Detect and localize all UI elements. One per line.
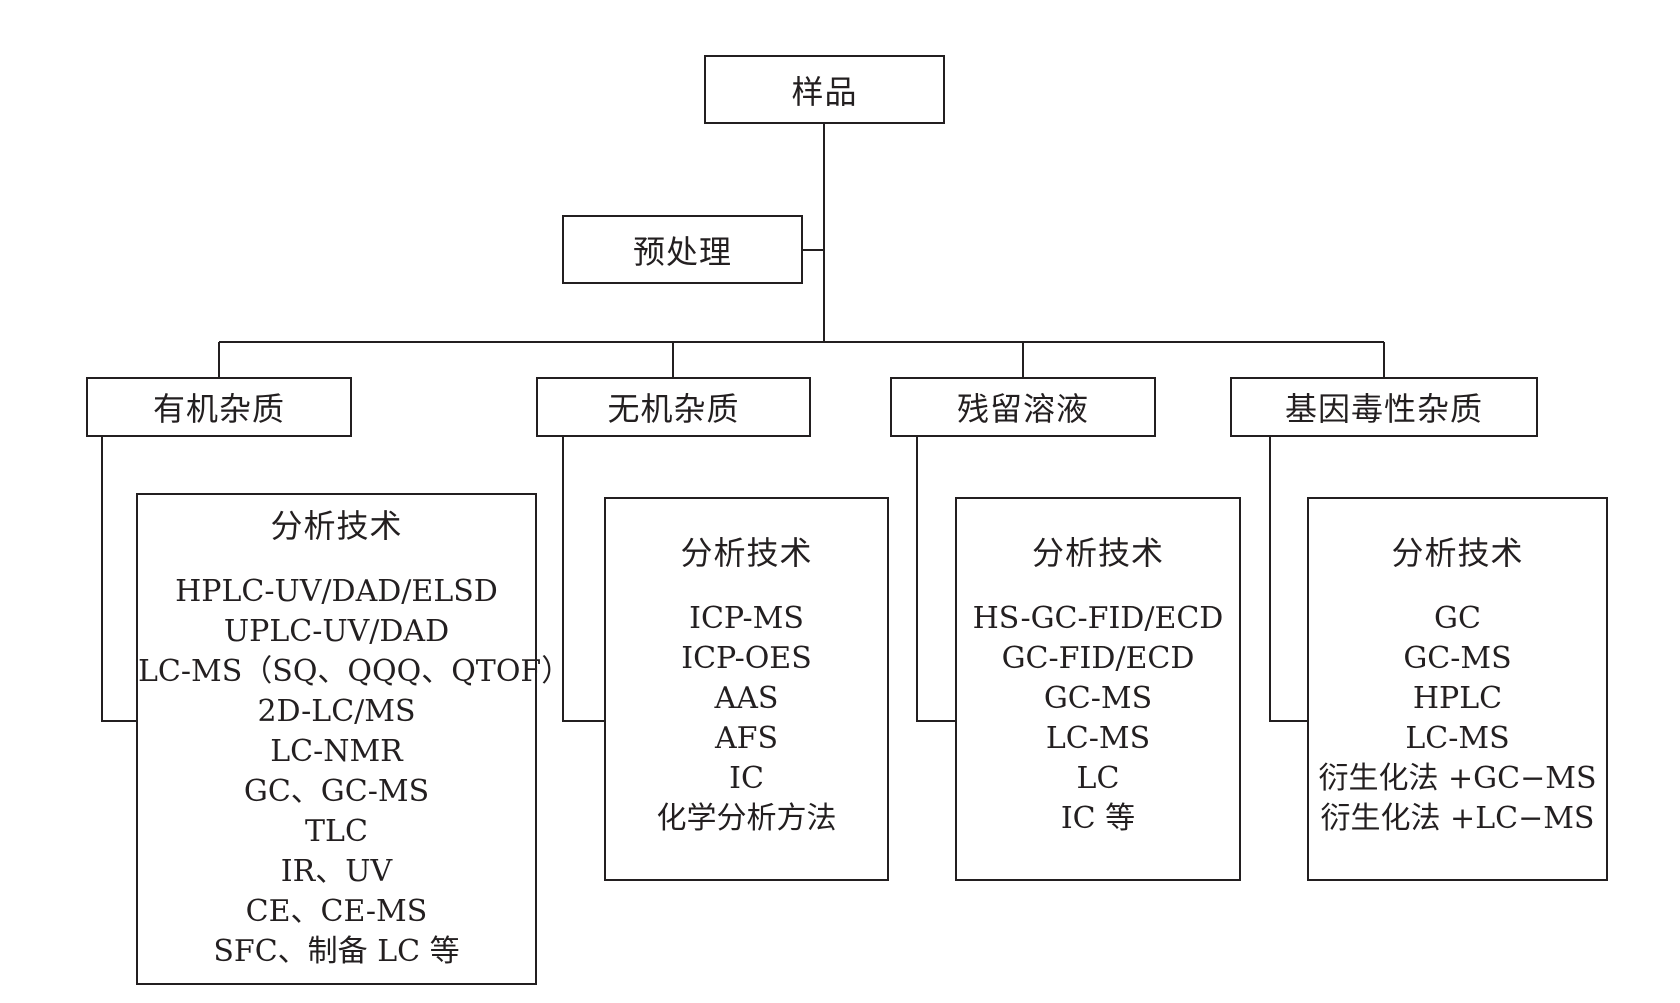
tech-item: GC-MS [1403,641,1512,676]
tech-list-inorganic: ICP-MS ICP-OES AAS AFS IC 化学分析方法 [606,599,887,839]
tech-item: GC-FID/ECD [1001,641,1195,676]
tech-item: HS-GC-FID/ECD [972,601,1224,636]
tech-item: 衍生化法 +GC−MS [1318,761,1597,796]
tech-list-residual-solvent: HS-GC-FID/ECD GC-FID/ECD GC-MS LC-MS LC … [957,599,1239,839]
tech-item: LC-MS [1405,721,1510,756]
tech-item: GC [1434,601,1481,636]
genotoxic-tech-connector [1269,437,1307,722]
tech-list-organic: HPLC-UV/DAD/ELSD UPLC-UV/DAD LC-MS（SQ、QQ… [138,572,572,972]
category-label-inorganic: 无机杂质 [607,390,740,428]
category-label-genotoxic: 基因毒性杂质 [1284,390,1483,428]
tech-item: GC、GC-MS [243,774,430,809]
category-box-genotoxic: 基因毒性杂质 [1230,377,1538,437]
tech-box-genotoxic: 分析技术 GC GC-MS HPLC LC-MS 衍生化法 +GC−MS 衍生化… [1307,497,1608,881]
tech-item: LC-MS（SQ、QQQ、QTOF） [138,654,572,689]
tech-box-organic: 分析技术 HPLC-UV/DAD/ELSD UPLC-UV/DAD LC-MS（… [136,493,572,985]
tech-item: LC [1076,761,1120,796]
tech-item: LC-NMR [270,734,403,769]
tech-item: HPLC-UV/DAD/ELSD [175,574,498,609]
root-sample-box: 样品 [704,55,945,124]
tech-box-inorganic: 分析技术 ICP-MS ICP-OES AAS AFS IC 化学分析方法 [604,497,889,881]
tech-item: LC-MS [1045,721,1151,756]
category-label-residual-solvent: 残留溶液 [956,390,1089,428]
tech-item: HPLC [1412,681,1503,716]
category-label-organic: 有机杂质 [152,390,285,428]
tech-item: 衍生化法 +LC−MS [1320,801,1595,836]
root-sample-label: 样品 [791,72,858,111]
tech-item: IR、UV [280,854,393,889]
solvent-tech-connector [916,437,955,722]
tech-item: 化学分析方法 [656,801,837,836]
tech-item: TLC [305,814,368,849]
tech-item: UPLC-UV/DAD [223,614,450,649]
tech-item: CE、CE-MS [245,894,428,929]
tech-item: AAS [714,681,779,716]
tech-item: IC 等 [1060,801,1136,836]
tech-title-organic: 分析技术 [270,507,403,545]
category-box-organic: 有机杂质 [86,377,352,437]
organic-tech-connector [101,437,136,722]
tech-item: IC [729,761,764,796]
tech-item: AFS [714,721,779,756]
category-box-inorganic: 无机杂质 [536,377,811,437]
inorganic-tech-connector [562,437,604,722]
tech-title-genotoxic: 分析技术 [1391,534,1524,572]
tech-title-inorganic: 分析技术 [680,534,813,572]
tech-item: SFC、制备 LC 等 [213,934,460,969]
category-box-residual-solvent: 残留溶液 [890,377,1156,437]
tech-item: 2D-LC/MS [257,694,416,729]
tech-item: GC-MS [1043,681,1153,716]
pretreatment-label: 预处理 [632,232,732,271]
tech-item: ICP-MS [689,601,804,636]
tech-list-genotoxic: GC GC-MS HPLC LC-MS 衍生化法 +GC−MS 衍生化法 +LC… [1309,599,1606,839]
tech-item: ICP-OES [681,641,812,676]
tech-title-residual-solvent: 分析技术 [1031,534,1164,572]
pretreatment-box: 预处理 [562,215,803,284]
tech-box-residual-solvent: 分析技术 HS-GC-FID/ECD GC-FID/ECD GC-MS LC-M… [955,497,1241,881]
